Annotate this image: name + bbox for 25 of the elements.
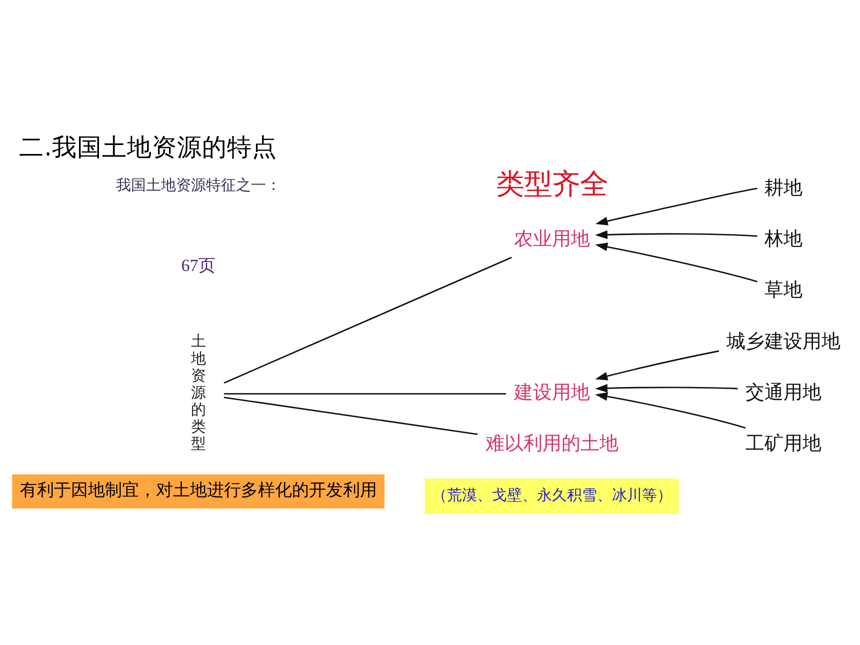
node-label: （荒漠、戈壁、永久积雪、冰川等） (432, 486, 672, 504)
connector (224, 396, 478, 436)
label: 类型齐全 (496, 169, 608, 200)
node-text: 草地 (764, 280, 802, 302)
connector (224, 256, 512, 384)
node-text: 工矿用地 (745, 434, 822, 455)
arrow (595, 188, 758, 226)
node-text: 建设用地 (514, 382, 590, 404)
label: 我国土地资源特征之一： (116, 176, 281, 194)
node-text: 土地资源的类型 (190, 332, 206, 453)
node-text: 交通用地 (745, 382, 822, 404)
arrow (595, 384, 738, 393)
node-text: 林地 (764, 229, 802, 250)
arrow (595, 350, 720, 380)
arrow (595, 392, 746, 429)
diagram-title: 二.我国土地资源的特点 (19, 132, 277, 162)
label: 有利于因地制宜，对土地进行多样化的开发利用 (20, 480, 377, 500)
arrow (595, 242, 758, 282)
node-text: 难以利用的土地 (485, 432, 618, 455)
connector (224, 393, 506, 395)
node-text: 耕地 (764, 178, 802, 199)
node-text: 农业用地 (514, 228, 590, 250)
arrow (595, 230, 758, 240)
label: 67页 (181, 256, 216, 275)
node-text: 城乡建设用地 (726, 331, 840, 352)
